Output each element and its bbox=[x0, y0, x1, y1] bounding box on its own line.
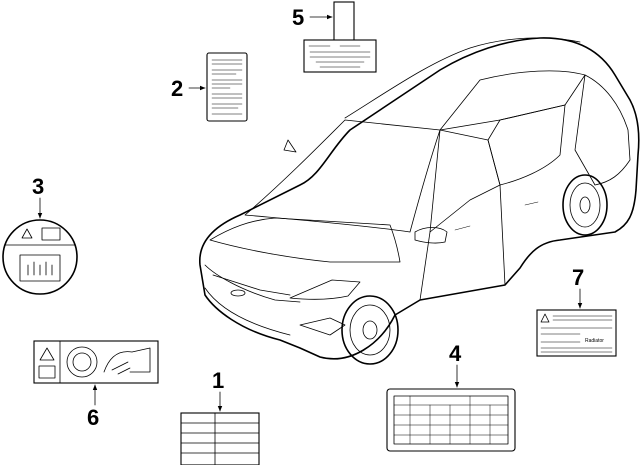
callout-6: 6 bbox=[87, 405, 99, 430]
callout-1: 1 bbox=[212, 368, 224, 393]
label-1-illustration bbox=[180, 412, 260, 465]
label-6-illustration bbox=[33, 340, 159, 384]
label-3-illustration bbox=[2, 219, 78, 295]
label-7-text: Radiator bbox=[585, 338, 604, 344]
callout-3: 3 bbox=[32, 174, 44, 199]
vehicle-illustration bbox=[199, 37, 640, 365]
leader-lines bbox=[37, 14, 583, 412]
callout-2: 2 bbox=[171, 76, 183, 101]
callout-4: 4 bbox=[449, 341, 462, 366]
label-7-illustration: Radiator bbox=[536, 309, 617, 357]
label-4-illustration bbox=[386, 388, 516, 452]
label-2-illustration bbox=[206, 52, 248, 122]
callout-numbers: 5 2 3 7 4 1 6 bbox=[32, 5, 584, 430]
callout-5: 5 bbox=[292, 5, 304, 30]
label-5-illustration bbox=[303, 1, 377, 73]
callout-7: 7 bbox=[572, 265, 584, 290]
